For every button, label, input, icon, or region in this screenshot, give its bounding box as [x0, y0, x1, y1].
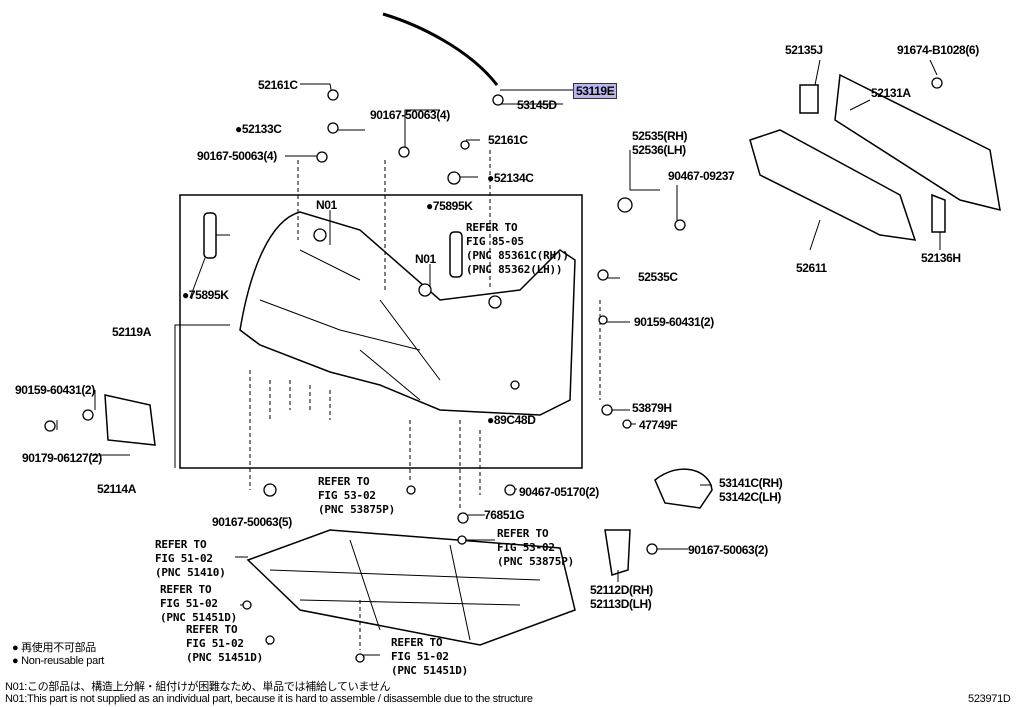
label-52135J: 52135J: [785, 43, 823, 57]
license-bracket-part: [104, 394, 156, 446]
engine-undercover-part: [246, 529, 576, 646]
label-47749F: 47749F: [639, 418, 678, 432]
label-90159-60431: 90159-60431(2): [15, 383, 95, 397]
note-n01-jp: N01:この部品は、構造上分解・組付けが困難なため、単品では補給していません: [5, 681, 391, 693]
diagram-id: 523971D: [968, 693, 1011, 705]
label-52133C: ●52133C: [235, 122, 282, 136]
label-52161C: 52161C: [488, 133, 528, 147]
label-53142C: 53142C(LH): [719, 490, 782, 504]
label-90167-50063-4: 90167-50063(4): [197, 149, 277, 163]
label-52611: 52611: [796, 261, 827, 275]
label-52535: 52535(RH): [632, 129, 688, 143]
label-76851G: 76851G: [484, 508, 525, 522]
label-52136H: 52136H: [921, 251, 961, 265]
label-90167-50063-4: 90167-50063(4): [370, 108, 450, 122]
label-52535C: 52535C: [638, 270, 678, 284]
label-52119A: 52119A: [112, 325, 151, 339]
label-n01: N01: [415, 252, 436, 266]
label-90467-09237: 90467-09237: [668, 169, 735, 183]
label-53879H: 53879H: [632, 401, 672, 415]
label-90179-06127: 90179-06127(2): [22, 451, 102, 465]
label-52536: 52536(LH): [632, 143, 686, 157]
label-52131A: 52131A: [871, 86, 911, 100]
label-89C48D: ●89C48D: [487, 413, 536, 427]
label-53145D: 53145D: [517, 98, 557, 112]
absorber-part: [749, 129, 917, 241]
label-52112D: 52112D(RH): [590, 583, 653, 597]
bumper-cover-part: [239, 211, 576, 416]
label-52161C: 52161C: [258, 78, 298, 92]
bracket-52112D-part: [604, 529, 631, 576]
label-52134C: ●52134C: [487, 171, 534, 185]
label-90159-60431: 90159-60431(2): [634, 315, 714, 329]
label-n01: N01: [316, 198, 337, 212]
label-52114A: 52114A: [97, 482, 136, 496]
75895K-strip-right: [449, 231, 463, 278]
hood-seal-part: [382, 12, 499, 86]
bumper-group-frame: [179, 194, 583, 469]
label-53119E-highlighted[interactable]: 53119E: [573, 83, 618, 99]
legend-en: ● Non-reusable part: [12, 655, 105, 667]
label-91674-B1028: 91674-B1028(6): [897, 43, 979, 57]
legend-jp: ● 再使用不可部品: [12, 642, 97, 654]
label-75895K: ●75895K: [426, 199, 473, 213]
label-90167-50063-5: 90167-50063(5): [212, 515, 292, 529]
reinforcement-part: [834, 73, 1001, 212]
label-53141C: 53141C(RH): [719, 476, 783, 490]
label-75895K: ●75895K: [182, 288, 229, 302]
75895K-strip-left: [203, 212, 217, 259]
label-90167-50063-2: 90167-50063(2): [688, 543, 768, 557]
fog-cover-part: [654, 468, 713, 509]
note-n01-en: N01:This part is not supplied as an indi…: [5, 693, 533, 705]
label-52113D: 52113D(LH): [590, 597, 652, 611]
label-90467-05170: 90467-05170(2): [519, 485, 599, 499]
